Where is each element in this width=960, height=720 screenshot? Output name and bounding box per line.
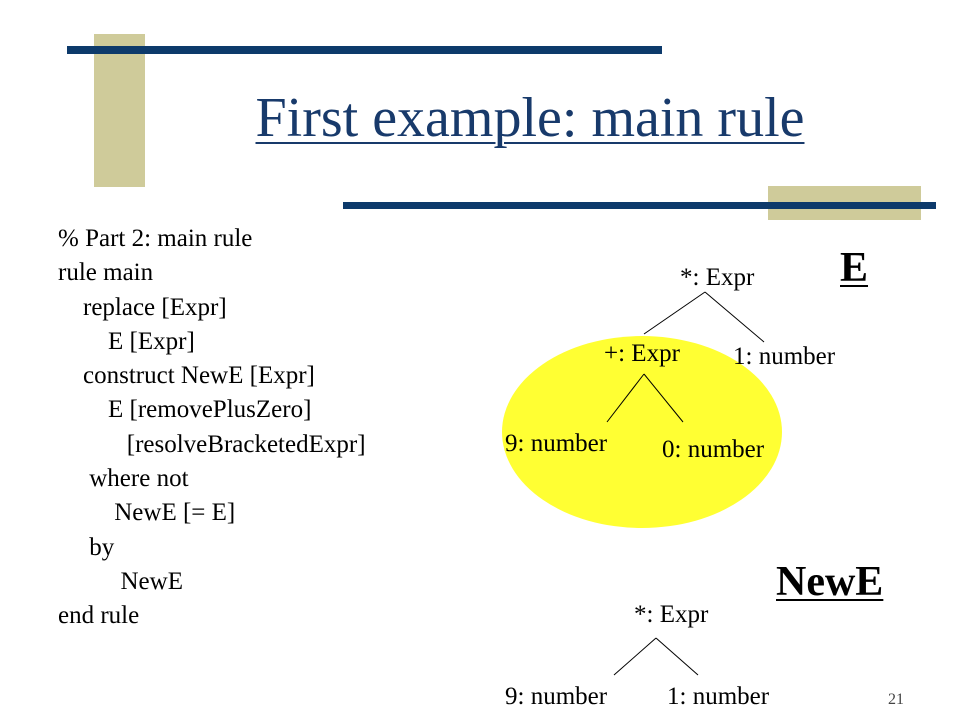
code-line: [resolveBracketedExpr] xyxy=(58,430,366,458)
code-line: rule main xyxy=(58,259,154,287)
code-line: % Part 2: main rule xyxy=(58,225,253,252)
node-zero-number: 0: number xyxy=(662,436,765,463)
edge-plus-to-nine xyxy=(606,373,645,423)
code-block: % Part 2: main rule rule main replace [E… xyxy=(58,222,366,634)
code-line: end rule xyxy=(58,602,140,630)
edge-newe-root-to-nine xyxy=(613,637,657,676)
navy-top-bar xyxy=(67,46,662,54)
newe-node-nine-number: 9: number xyxy=(505,683,608,710)
node-nine-number: 9: number xyxy=(505,430,608,457)
slide-title: First example: main rule xyxy=(255,87,805,149)
code-line: E [Expr] xyxy=(58,327,195,355)
edge-root-to-one xyxy=(704,291,765,343)
edge-newe-root-to-one xyxy=(655,637,699,676)
code-line: NewE xyxy=(58,567,183,595)
edge-root-to-plus xyxy=(643,291,706,335)
node-one-number: 1: number xyxy=(733,343,836,370)
heading-e: E xyxy=(840,245,869,291)
edge-plus-to-zero xyxy=(643,373,684,423)
node-root-times: *: Expr xyxy=(680,264,755,291)
newe-node-root-times: *: Expr xyxy=(634,601,709,628)
code-line: where not xyxy=(58,465,189,493)
code-line: replace [Expr] xyxy=(58,293,227,321)
newe-node-one-number: 1: number xyxy=(667,683,770,710)
code-line: NewE [= E] xyxy=(58,499,236,527)
code-line: construct NewE [Expr] xyxy=(58,362,315,390)
code-line: E [removePlusZero] xyxy=(58,396,312,424)
heading-newe: NewE xyxy=(776,559,884,605)
page-number: 21 xyxy=(888,691,904,708)
code-line: by xyxy=(58,533,115,561)
node-plus: +: Expr xyxy=(604,340,680,367)
navy-lower-bar xyxy=(343,202,936,209)
khaki-vertical-bar xyxy=(94,34,145,187)
highlight-ellipse xyxy=(502,336,782,528)
